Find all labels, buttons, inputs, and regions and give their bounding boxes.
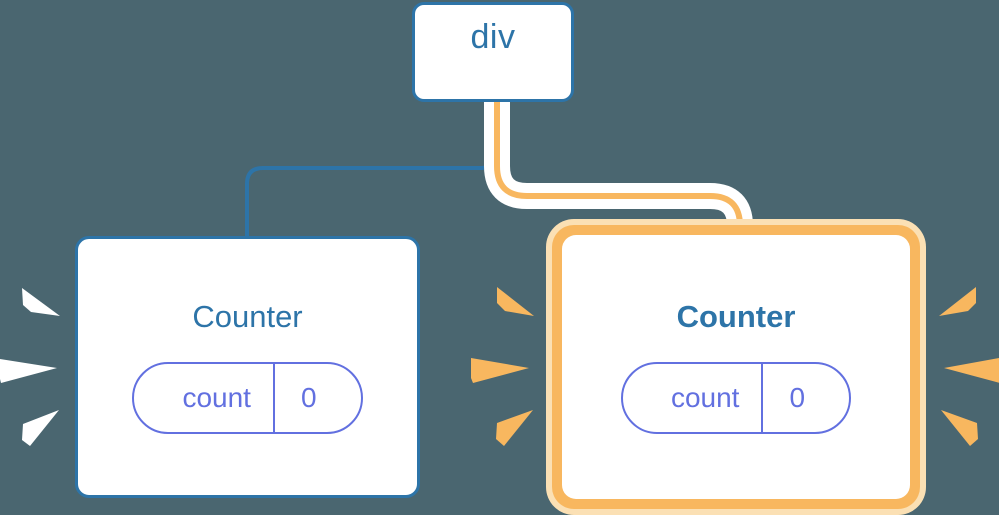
burst-ray: [22, 288, 60, 316]
state-value: 0: [761, 363, 849, 432]
node-counter-right-highlight-outer: Counter count 0: [546, 219, 926, 515]
node-counter-right-label: Counter: [676, 298, 796, 334]
burst-ray: [22, 410, 59, 446]
state-key: count: [182, 381, 251, 413]
burst-ray: [496, 410, 533, 446]
burst-counter-left: [0, 288, 60, 446]
burst-ray: [939, 287, 976, 316]
burst-ray: [0, 359, 57, 383]
node-counter-right[interactable]: Counter count 0: [562, 235, 910, 499]
burst-ray: [941, 410, 978, 446]
node-counter-left[interactable]: Counter count 0: [75, 236, 420, 498]
burst-ray: [471, 358, 529, 383]
state-pill-counter-left: count 0: [132, 361, 363, 434]
burst-ray: [944, 358, 999, 383]
node-counter-left-label: Counter: [192, 298, 303, 334]
state-value: 0: [272, 363, 361, 432]
edge-root-to-counter-left: [245, 102, 499, 238]
node-div[interactable]: div: [412, 2, 574, 102]
state-key: count: [670, 381, 740, 413]
burst-ray: [497, 287, 534, 316]
node-div-label: div: [470, 18, 516, 56]
node-counter-right-highlight-ring: Counter count 0: [552, 225, 920, 509]
burst-counter-right-left-side: [471, 287, 534, 446]
burst-counter-right-right-side: [939, 287, 999, 446]
state-pill-counter-right: count 0: [620, 361, 852, 434]
